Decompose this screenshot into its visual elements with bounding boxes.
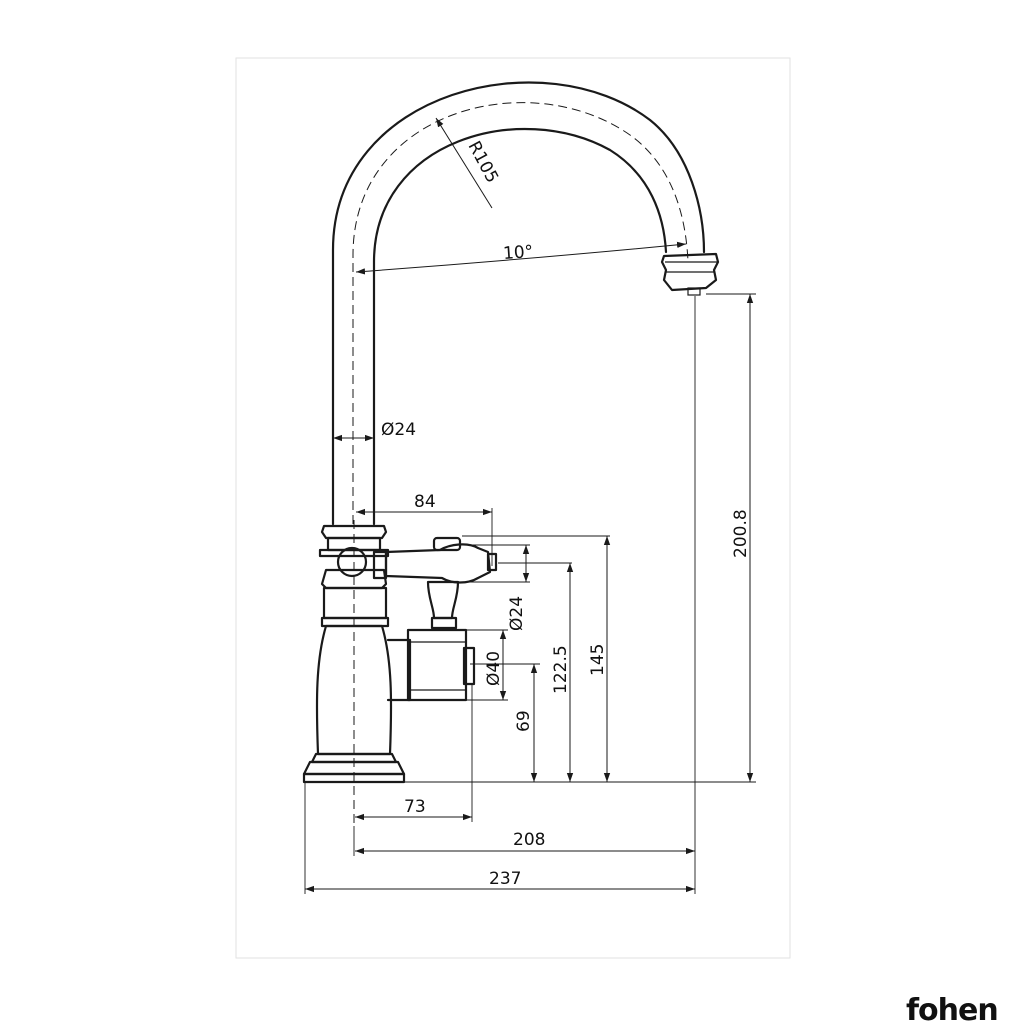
width-208-label: 208 xyxy=(513,830,545,850)
drawing-frame xyxy=(235,57,791,959)
handle-hub xyxy=(336,546,368,578)
lever-stem-cap xyxy=(430,616,458,630)
handle-diameter-label: Ø24 xyxy=(507,596,527,631)
aerator-tip xyxy=(687,287,701,296)
height-69-label: 69 xyxy=(514,710,534,732)
radius-leader xyxy=(435,117,493,209)
spout-centerline xyxy=(352,102,689,524)
radius-label: R105 xyxy=(464,138,502,186)
faucet-outline xyxy=(302,81,720,826)
lever-stem xyxy=(426,580,460,620)
body-top-collar xyxy=(320,524,388,540)
width-237-label: 237 xyxy=(489,869,521,889)
lever-handle xyxy=(384,543,492,584)
spout-outer-line xyxy=(331,81,706,526)
handle-reach-label: 84 xyxy=(414,492,436,512)
height-145-label: 145 xyxy=(588,644,608,676)
height-200-8-label: 200.8 xyxy=(731,509,751,558)
lever-top-knob xyxy=(432,536,462,552)
dimension-lines: R105 10° Ø24 84 Ø24 Ø40 69 122.5 1 xyxy=(304,117,756,894)
angle-arc xyxy=(355,241,687,275)
side-valve-cap xyxy=(462,646,476,686)
body-upper-barrel xyxy=(322,586,388,620)
side-valve-neck xyxy=(386,638,412,702)
width-73-label: 73 xyxy=(404,797,426,817)
body-ring xyxy=(318,548,390,558)
height-122-5-label: 122.5 xyxy=(551,645,571,694)
body-waist-ring xyxy=(320,616,390,628)
spout-inner-line xyxy=(372,127,668,526)
brand-logo: fohen xyxy=(906,993,999,1028)
side-valve-body xyxy=(406,628,468,702)
tube-diameter-label: Ø24 xyxy=(381,420,416,440)
angle-label: 10° xyxy=(502,242,533,264)
body-diameter-label: Ø40 xyxy=(484,651,504,686)
